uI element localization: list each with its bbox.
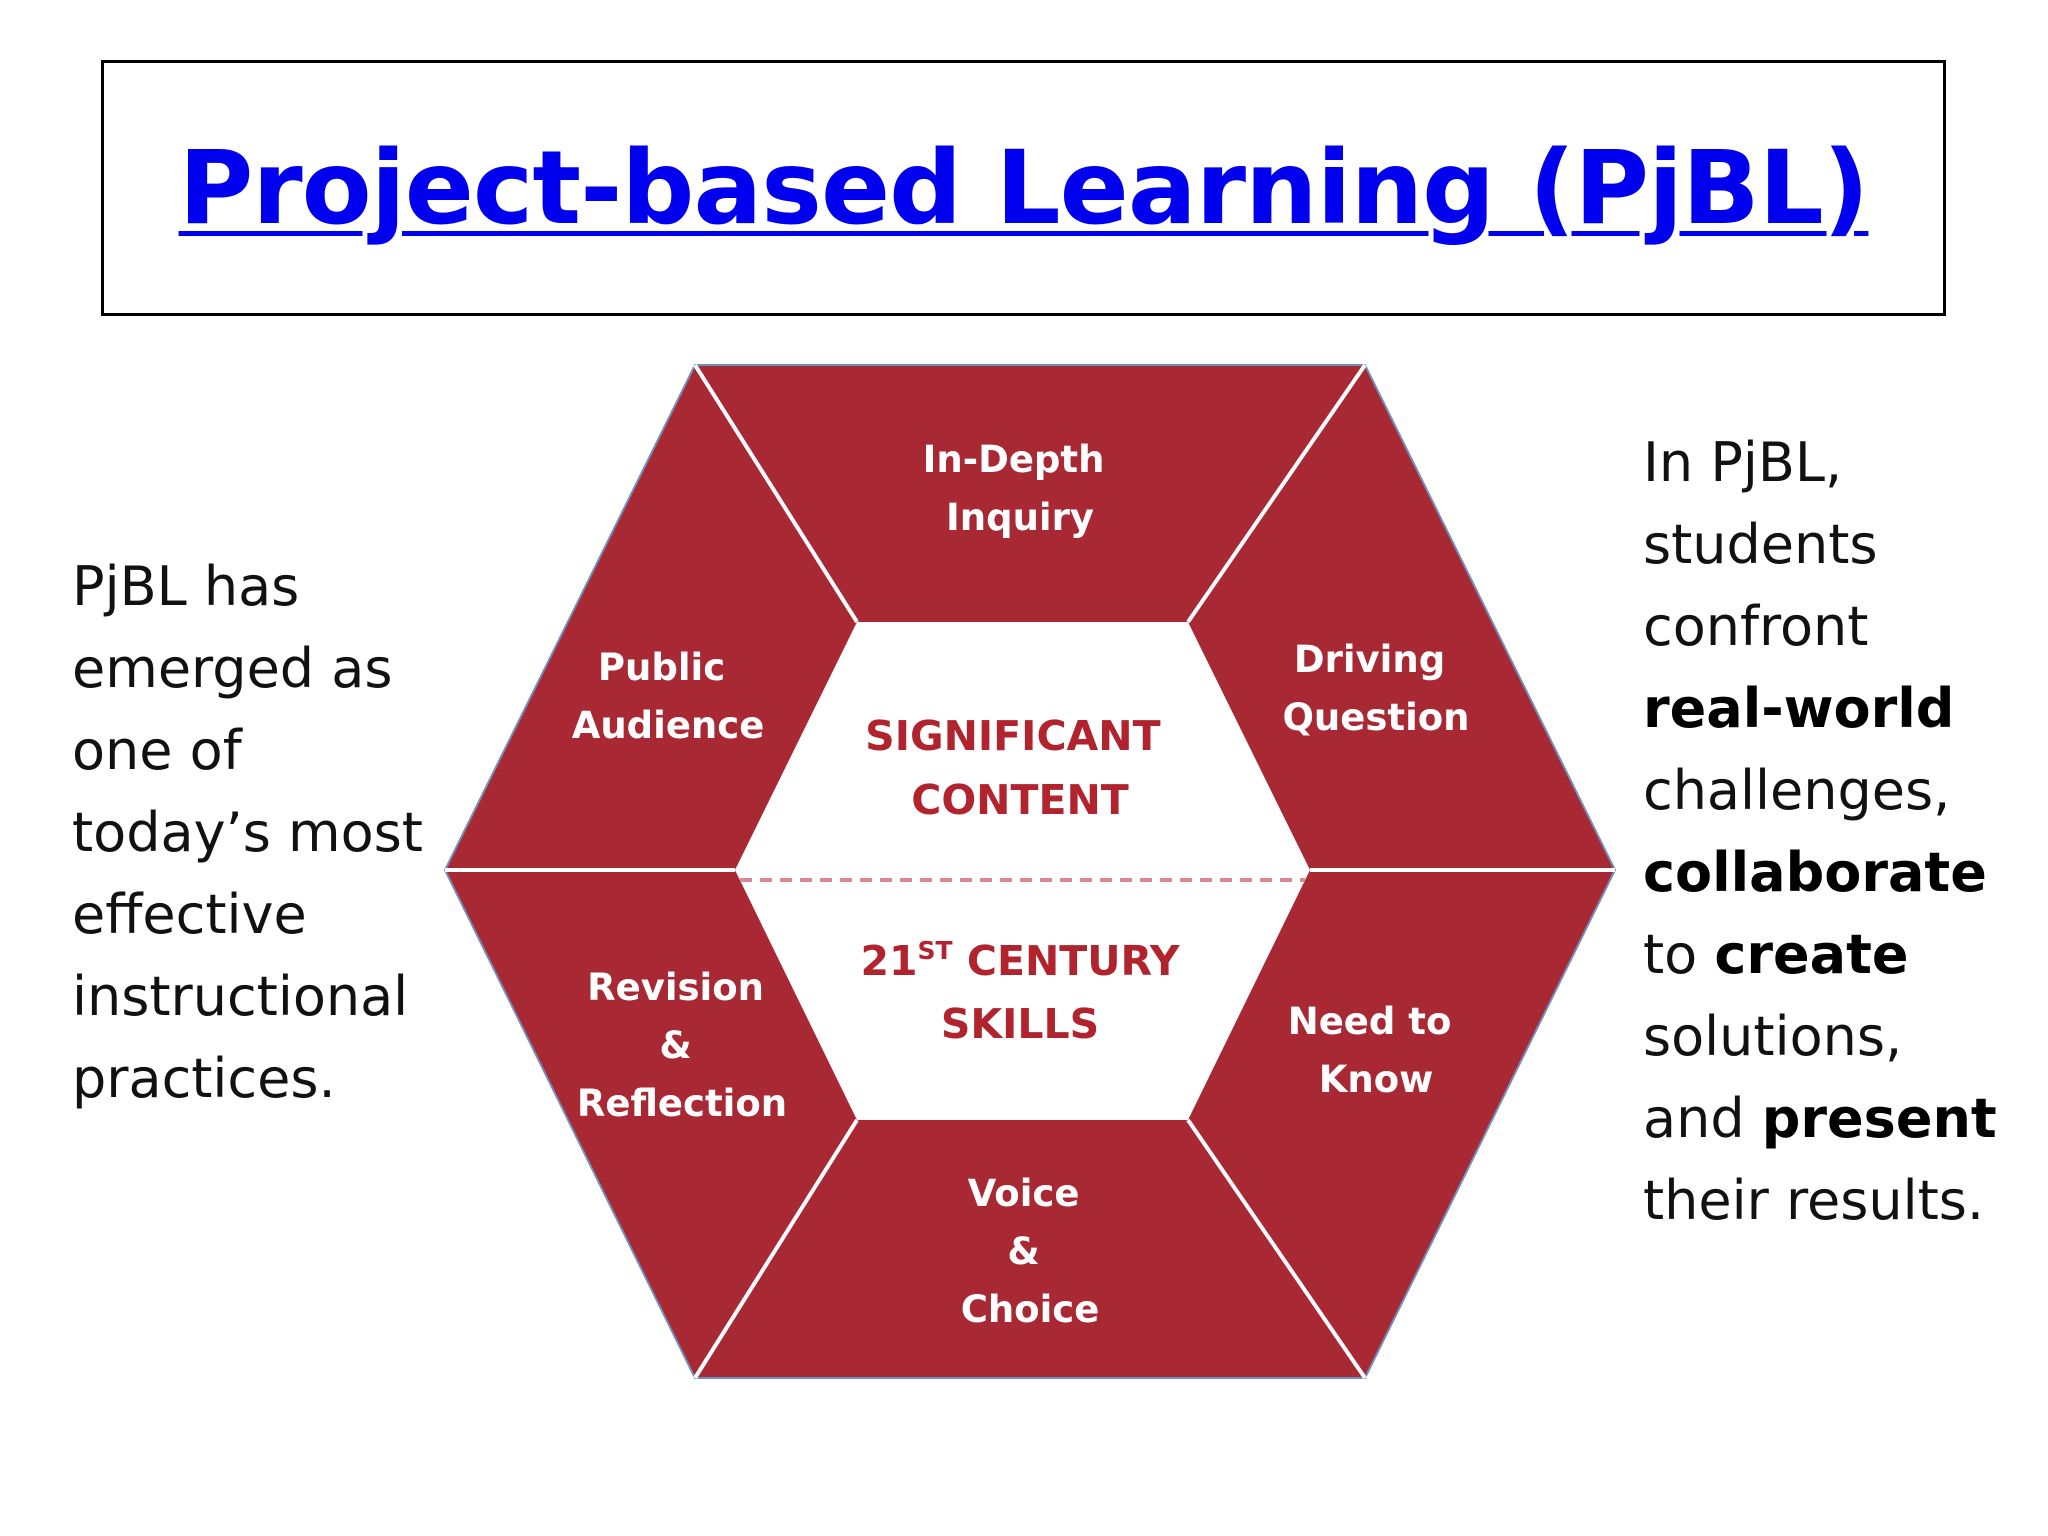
segment-label-voice-choice: Voice & Choice <box>961 1172 1100 1331</box>
left-text-line: emerged as <box>72 637 393 700</box>
emphasis-collaborate: collaborate <box>1643 841 1987 904</box>
title-link[interactable]: Project-based Learning (PjBL) <box>178 128 1870 248</box>
right-text-line: confront <box>1643 595 1869 658</box>
left-text-block: PjBL has emerged as one of today’s most … <box>72 546 423 1120</box>
right-text-line: to create <box>1643 914 1997 996</box>
right-text-line: students <box>1643 513 1878 576</box>
title-box: Project-based Learning (PjBL) <box>101 60 1946 316</box>
left-text-line: instructional <box>72 965 409 1028</box>
left-text-line: effective <box>72 883 307 946</box>
left-text-line: PjBL has <box>72 555 300 618</box>
right-text-line: collaborate <box>1643 832 1997 914</box>
right-text-line: their results. <box>1643 1169 1985 1232</box>
segment-dividers <box>445 363 1615 1380</box>
spoke-line <box>1186 363 1367 624</box>
right-text-line: challenges, <box>1643 759 1951 822</box>
segment-label-in-depth-inquiry: In-Depth Inquiry <box>923 438 1118 539</box>
segment-label-revision-reflection: Revision & Reflection <box>577 966 787 1125</box>
inner-hexagon <box>735 622 1310 1120</box>
left-text-line: one of <box>72 719 242 782</box>
emphasis-create: create <box>1714 923 1909 986</box>
segment-label-public-audience: Public Audience <box>572 646 765 747</box>
core-label-significant-content: SIGNIFICANT CONTENT <box>865 712 1175 824</box>
segment-label-need-to-know: Need to Know <box>1288 1000 1465 1101</box>
right-text-fragment: to <box>1643 923 1715 986</box>
right-text-fragment: and <box>1643 1087 1762 1150</box>
right-text-line: real-world <box>1643 668 1997 750</box>
right-text-line: and present <box>1643 1078 1997 1160</box>
spoke-line <box>693 363 859 624</box>
core-label-skills: SKILLS <box>941 1000 1099 1048</box>
emphasis-real-world: real-world <box>1643 677 1955 740</box>
emphasis-present: present <box>1761 1087 1997 1150</box>
right-text-line: In PjBL, <box>1643 431 1843 494</box>
segment-label-driving-question: Driving Question <box>1282 638 1469 739</box>
right-text-line: solutions, <box>1643 1005 1903 1068</box>
left-text-line: today’s most <box>72 801 423 864</box>
spoke-line <box>693 1118 859 1380</box>
core-label-21st-century-skills: 21ST CENTURY <box>860 936 1180 985</box>
left-text-line: practices. <box>72 1047 336 1110</box>
spoke-line <box>1186 1118 1367 1380</box>
right-text-block: In PjBL, students confront real-world ch… <box>1643 422 1997 1242</box>
